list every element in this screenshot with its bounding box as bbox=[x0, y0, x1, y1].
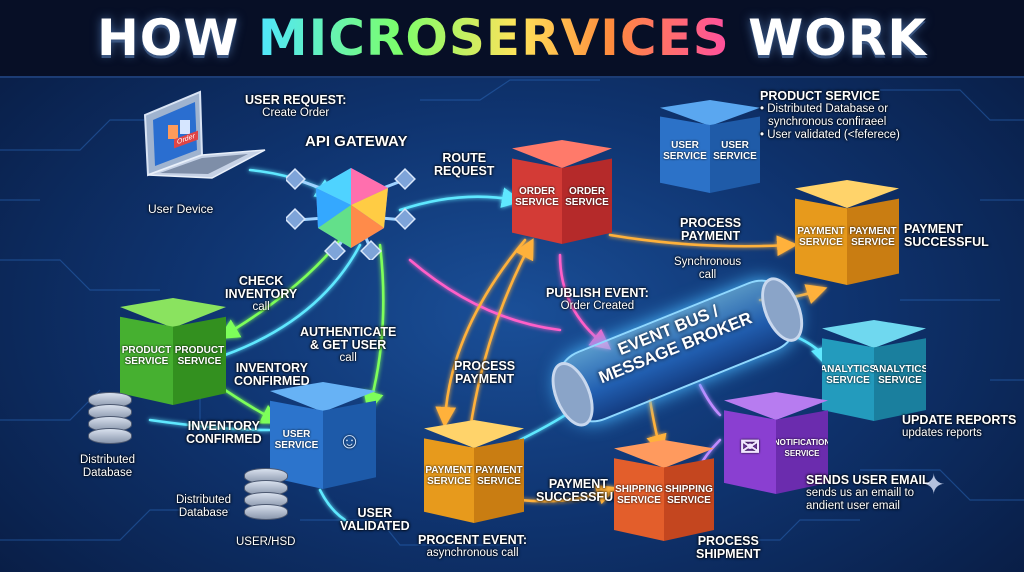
payment-service-top-face-right: PAYMENT SERVICE bbox=[847, 198, 899, 285]
order-service-face-right: ORDER SERVICE bbox=[562, 158, 612, 244]
user-service-top-node[interactable]: USER SERVICE USER SERVICE bbox=[660, 100, 760, 195]
user-device: Order bbox=[140, 80, 270, 195]
distributed-database-bottom bbox=[244, 468, 288, 520]
user-service-top-face-right: USER SERVICE bbox=[710, 116, 760, 193]
api-gateway bbox=[284, 160, 416, 265]
notification-service-face-right: NOTIFICATION SERVICE bbox=[776, 410, 828, 494]
envelope-icon: ✉ bbox=[739, 434, 761, 461]
payment-service-top-node[interactable]: PAYMENT SERVICE PAYMENT SERVICE bbox=[795, 180, 899, 290]
sparkle-icon: ✦ bbox=[922, 469, 946, 500]
user-service-top-face-left: USER SERVICE bbox=[660, 116, 710, 193]
user-service-node[interactable]: USER SERVICE ☺ bbox=[270, 382, 376, 494]
page-title: HOW MICROSERVICES WORK bbox=[96, 9, 928, 67]
payment-service-bottom-face-right: PAYMENT SERVICE bbox=[474, 438, 524, 523]
procent-event-label: PROCENT EVENT:asynchronous call bbox=[418, 533, 528, 560]
shipping-service-face-right: SHIPPING SERVICE bbox=[664, 458, 714, 541]
analytics-service-face-right: ANALYTICS SERVICE bbox=[874, 338, 926, 421]
title-bar: HOW MICROSERVICES WORK bbox=[0, 0, 1024, 78]
product-service-note: PRODUCT SERVICE • Distributed Database o… bbox=[760, 89, 900, 142]
title-highlight: MICROSERVICES bbox=[257, 9, 730, 67]
user-request-label: USER REQUEST:Create Order bbox=[245, 93, 347, 120]
api-gateway-label: API GATEWAY bbox=[305, 133, 408, 150]
user-hsd-label: USER/HSD bbox=[236, 536, 296, 548]
user-device-label: User Device bbox=[148, 202, 214, 216]
product-service-face-right: PRODUCT SERVICE bbox=[173, 316, 226, 405]
notification-service-face-left: ✉ bbox=[724, 410, 776, 494]
order-service-face-left: ORDER SERVICE bbox=[512, 158, 562, 244]
gateway-polyhedron-icon bbox=[284, 168, 416, 262]
shipping-service-face-left: SHIPPING SERVICE bbox=[614, 458, 664, 541]
payment-service-bottom-face-left: PAYMENT SERVICE bbox=[424, 438, 474, 523]
payment-service-top-face-left: PAYMENT SERVICE bbox=[795, 198, 847, 285]
publish-event-label: PUBLISH EVENT:Order Created bbox=[546, 286, 649, 313]
product-service-face-left: PRODUCT SERVICE bbox=[120, 316, 173, 405]
order-service-node[interactable]: ORDER SERVICE ORDER SERVICE bbox=[512, 140, 612, 250]
payment-service-bottom-node[interactable]: PAYMENT SERVICE PAYMENT SERVICE bbox=[424, 420, 524, 528]
laptop-icon bbox=[143, 90, 266, 179]
user-profile-icon: ☺ bbox=[338, 427, 361, 453]
analytics-service-face-left: ANALYTICS SERVICE bbox=[822, 338, 874, 421]
analytics-service-node[interactable]: ANALYTICS SERVICE ANALYTICS SERVICE bbox=[822, 320, 926, 425]
user-service-face-right: ☺ bbox=[323, 400, 376, 489]
shipping-service-node[interactable]: SHIPPING SERVICE SHIPPING SERVICE bbox=[614, 440, 714, 545]
distributed-database-left bbox=[88, 392, 132, 444]
product-service-node[interactable]: PRODUCT SERVICE PRODUCT SERVICE bbox=[120, 298, 226, 410]
notification-service-node[interactable]: ✉ NOTIFICATION SERVICE bbox=[724, 392, 828, 498]
